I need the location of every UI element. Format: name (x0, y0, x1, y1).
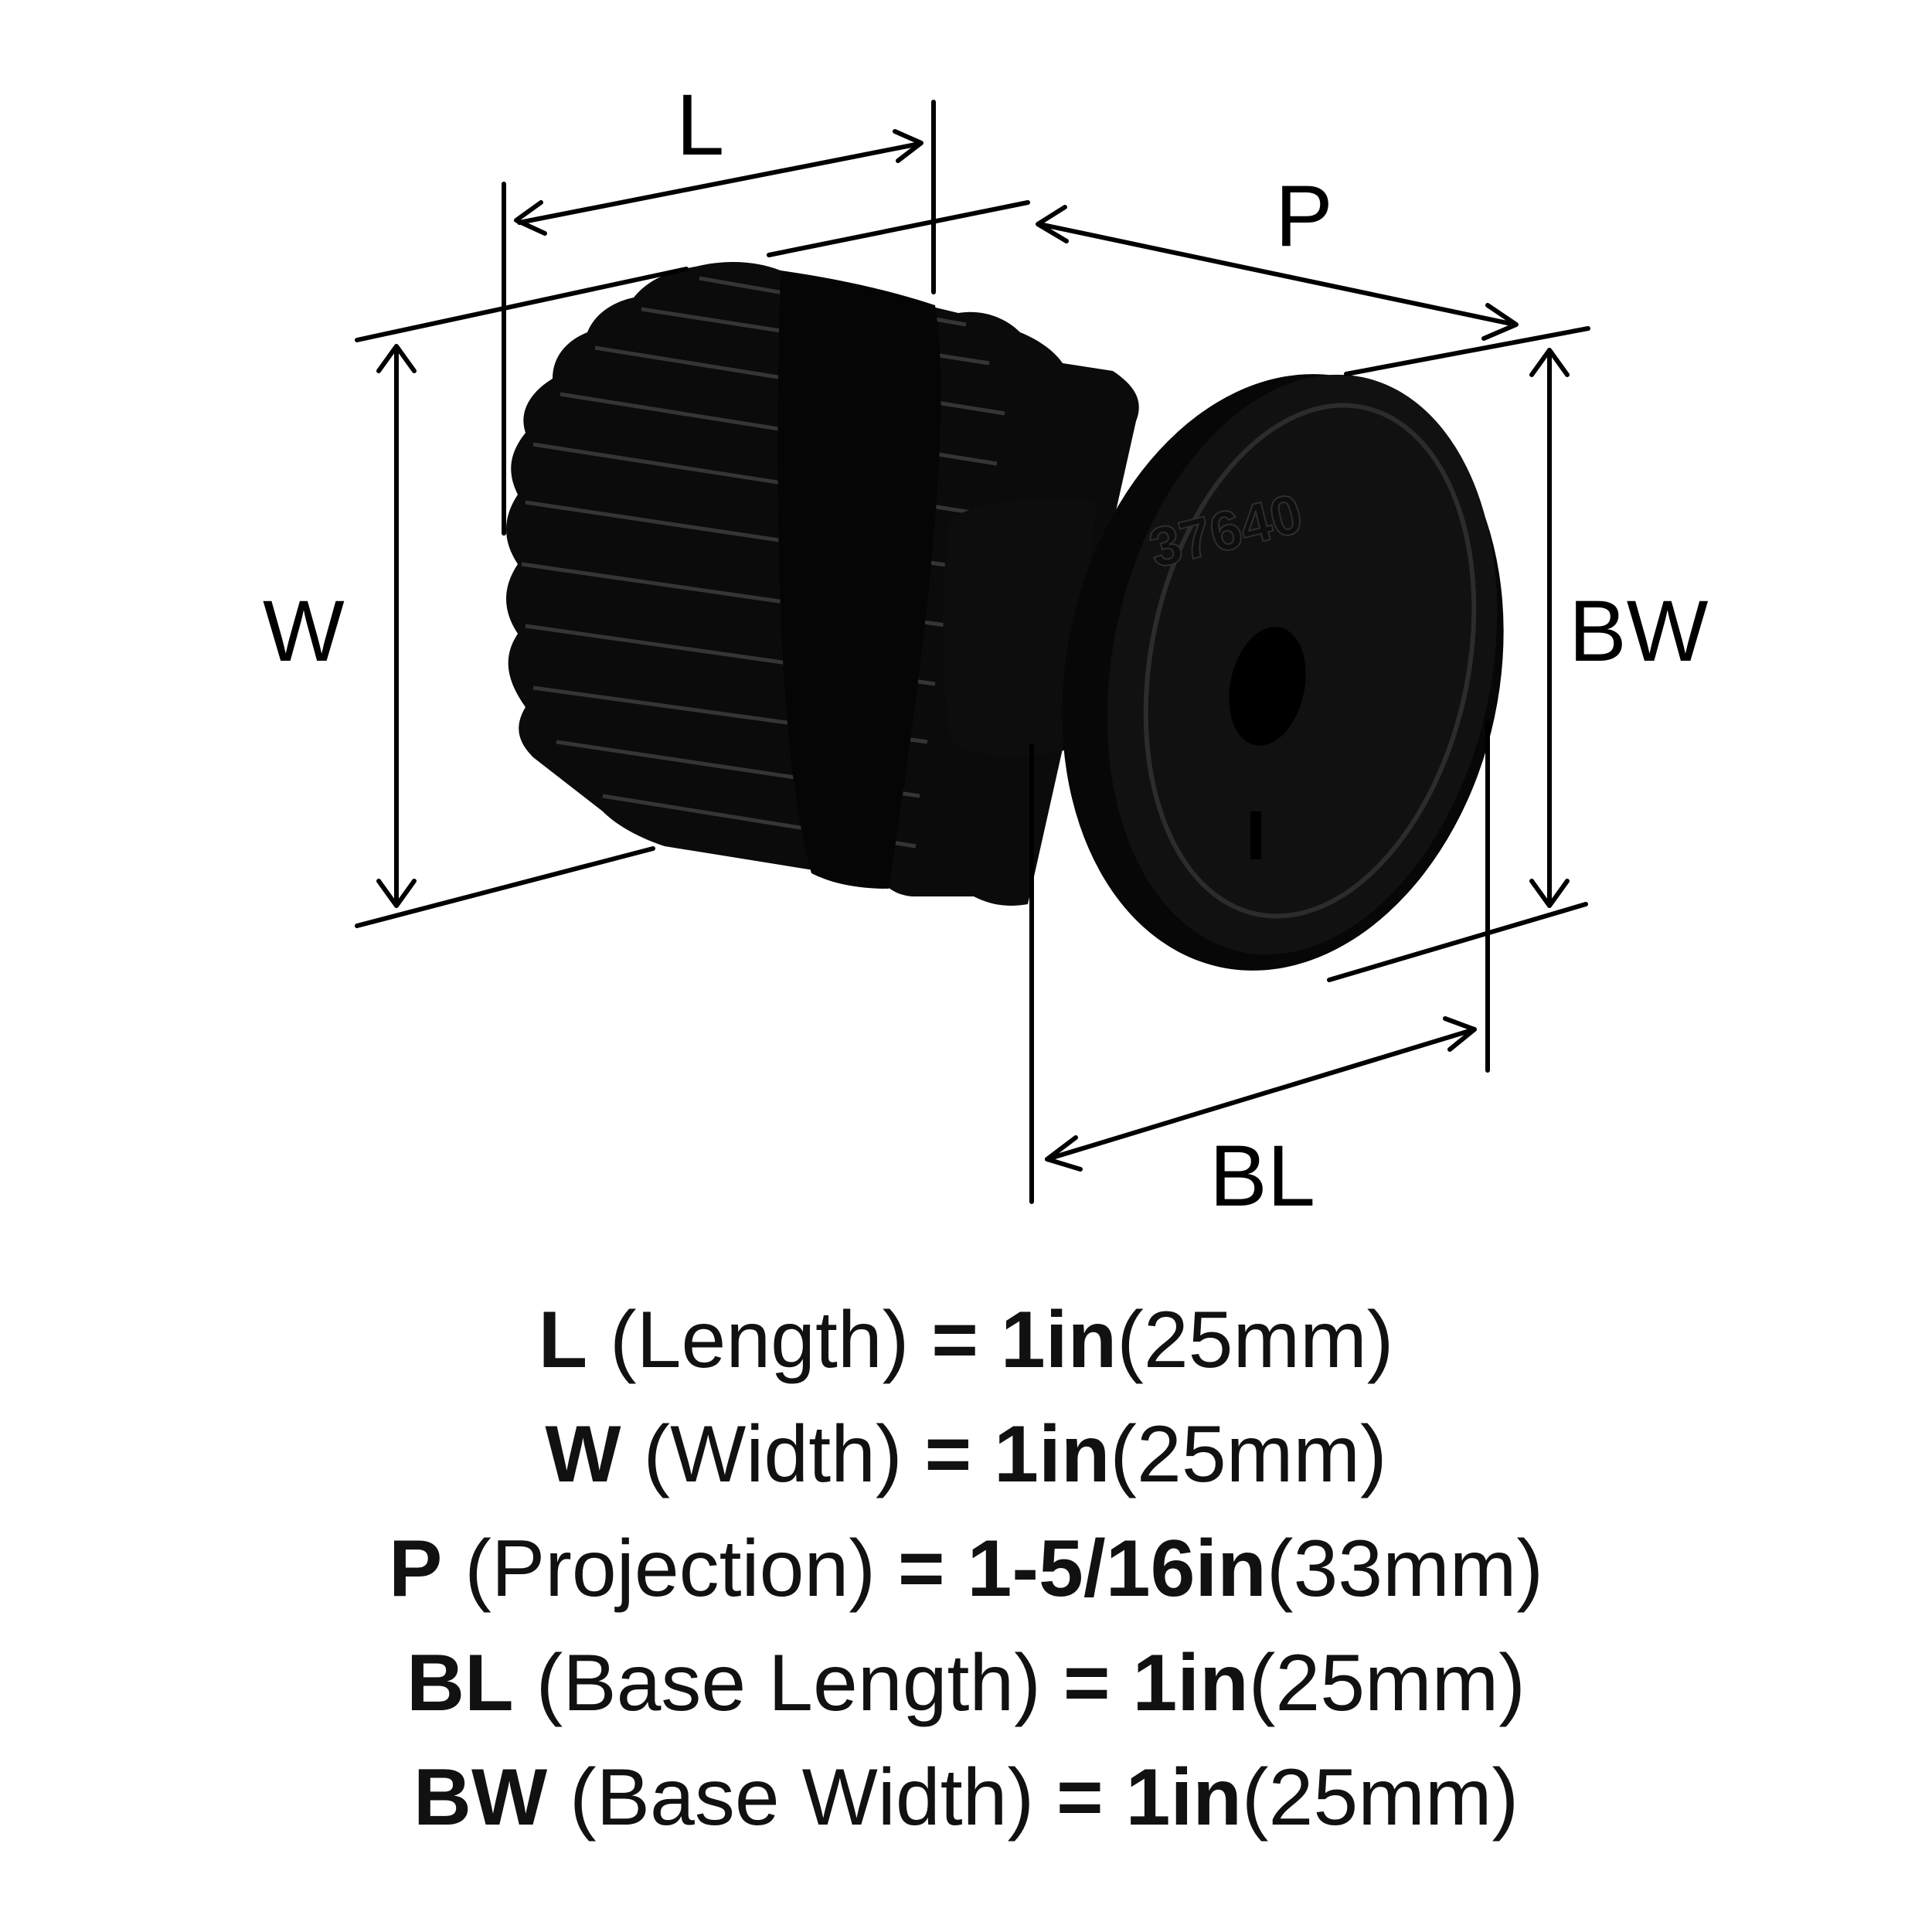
spec-imperial: 1in (1000, 1295, 1117, 1385)
label-L: L (676, 77, 724, 173)
spec-imperial: 1in (1132, 1638, 1249, 1728)
dimension-lines (355, 100, 1590, 1204)
spec-metric: (33mm) (1266, 1524, 1544, 1614)
label-BL: BL (1209, 1128, 1315, 1224)
spec-abbr: BL (406, 1638, 514, 1728)
spec-imperial: 1in (994, 1410, 1111, 1499)
spec-abbr: BW (413, 1753, 548, 1842)
tab-mark (1250, 811, 1261, 859)
spec-equals: = (1063, 1638, 1111, 1728)
spec-imperial: 1-5/16in (967, 1524, 1267, 1614)
label-P: P (1275, 168, 1333, 264)
spec-metric: (25mm) (1117, 1295, 1394, 1385)
spec-metric: (25mm) (1110, 1410, 1387, 1499)
dimension-diagram: 37640 L P W BW BL (263, 77, 1709, 1224)
base-inner-ring (1143, 403, 1477, 919)
spec-abbr: L (538, 1295, 588, 1385)
spec-abbr: W (545, 1410, 621, 1499)
spec-equals: = (931, 1295, 979, 1385)
spec-base-width: BW (Base Width) = 1in(25mm) (0, 1740, 1932, 1855)
knob-drawing: 37640 (506, 261, 1504, 971)
knob-front-face (777, 270, 941, 889)
dimension-specs: L (Length) = 1in(25mm) W (Width) = 1in(2… (0, 1283, 1932, 1855)
spec-name: (Projection) (464, 1524, 876, 1614)
spec-width: W (Width) = 1in(25mm) (0, 1397, 1932, 1512)
spec-metric: (25mm) (1248, 1638, 1526, 1728)
spec-name: (Base Width) (570, 1753, 1035, 1842)
spec-equals: = (924, 1410, 972, 1499)
spec-length: L (Length) = 1in(25mm) (0, 1283, 1932, 1397)
spec-name: (Width) (643, 1410, 903, 1499)
spec-name: (Base Length) (536, 1638, 1041, 1728)
spec-base-length: BL (Base Length) = 1in(25mm) (0, 1626, 1932, 1740)
mounting-hole (1229, 627, 1306, 746)
spec-equals: = (897, 1524, 945, 1614)
knob-stem (943, 498, 1097, 757)
spec-projection: P (Projection) = 1-5/16in(33mm) (0, 1512, 1932, 1626)
spec-abbr: P (388, 1524, 443, 1614)
label-BW: BW (1569, 583, 1709, 679)
spec-imperial: 1in (1125, 1753, 1242, 1842)
spec-equals: = (1056, 1753, 1104, 1842)
spec-metric: (25mm) (1241, 1753, 1519, 1842)
spec-name: (Length) (610, 1295, 910, 1385)
label-W: W (263, 583, 345, 679)
